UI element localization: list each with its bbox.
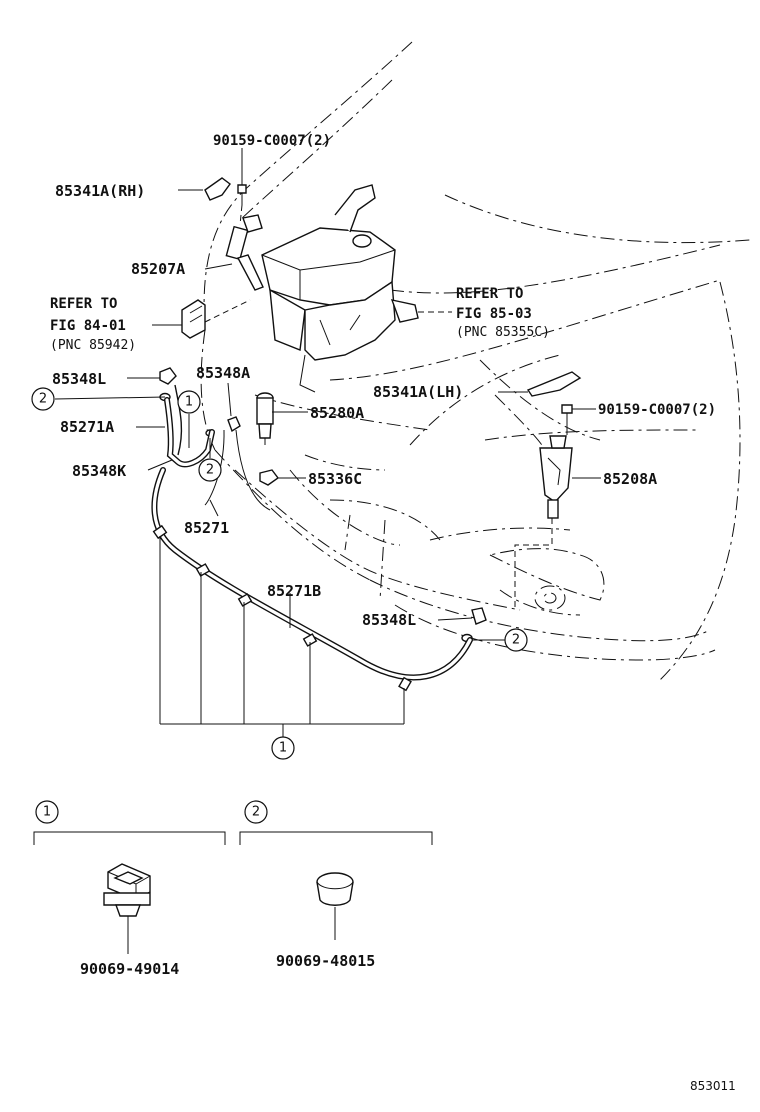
label-85271: 85271	[184, 519, 229, 537]
callout-2-mid: 2	[198, 458, 222, 482]
callout-2-left: 2	[31, 387, 55, 411]
cleaner-cap-lh	[526, 371, 582, 397]
joint-85348l-bottom	[471, 607, 487, 625]
car-body-outline	[200, 41, 751, 681]
grommet-85336c	[259, 469, 279, 486]
cleaner-cap-rh	[204, 177, 231, 201]
svg-text:1: 1	[43, 805, 51, 820]
clip-90069-49014	[103, 863, 151, 954]
label-90069-49014: 90069-49014	[80, 960, 179, 978]
label-90069-48015: 90069-48015	[276, 952, 375, 970]
detail-section-2: 2 90069-48015	[239, 800, 433, 970]
clamp-90069-48015	[316, 872, 354, 940]
label-85208a: 85208A	[603, 470, 657, 488]
cleaner-nozzle-85208a	[539, 435, 573, 519]
figure-code: 853011	[690, 1079, 736, 1093]
hose-clips	[152, 524, 412, 692]
svg-text:1: 1	[279, 741, 287, 756]
hose-85271a	[164, 384, 215, 468]
label-90159-top: 90159-C0007(2)	[213, 133, 331, 149]
bolt-top	[237, 184, 247, 205]
label-85348l-bottom: 85348L	[362, 611, 416, 629]
label-85348a: 85348A	[196, 364, 250, 382]
svg-text:2: 2	[206, 463, 214, 478]
washer-pump-85280a	[256, 392, 274, 445]
callout-1-bracket: 1	[271, 736, 295, 760]
svg-text:2: 2	[252, 805, 260, 820]
headlamp-outline	[488, 548, 605, 616]
label-85271b: 85271B	[267, 582, 321, 600]
label-85280a: 85280A	[310, 404, 364, 422]
label-85348k: 85348K	[72, 462, 126, 480]
label-85341a-lh: 85341A(LH)	[373, 383, 463, 401]
svg-text:1: 1	[185, 395, 193, 410]
label-85207a: 85207A	[131, 260, 185, 278]
label-refer-a-1: REFER TO	[50, 296, 117, 312]
label-refer-a-3: (PNC 85942)	[50, 338, 136, 353]
detail-section-1: 1 90069-49014	[33, 800, 226, 978]
callout-1-upper: 1	[177, 390, 201, 414]
svg-text:2: 2	[512, 633, 520, 648]
label-85336c: 85336C	[308, 470, 362, 488]
label-85271a: 85271A	[60, 418, 114, 436]
label-refer-b-1: REFER TO	[456, 286, 523, 302]
joint-85348l-top	[159, 367, 177, 385]
svg-text:2: 2	[39, 392, 47, 407]
hose-85271	[204, 429, 225, 506]
leader-lines	[54, 148, 601, 641]
joint-85348a	[227, 416, 241, 433]
clip-bracket	[159, 536, 405, 737]
washer-tank	[261, 184, 419, 393]
nozzle-lh-guide	[514, 518, 553, 610]
refer-a-guide	[204, 299, 251, 323]
label-refer-b-3: (PNC 85355C)	[456, 325, 550, 340]
refer-a-part	[181, 299, 206, 339]
hose-85271b	[151, 467, 473, 681]
label-85341a-rh: 85341A(RH)	[55, 182, 145, 200]
cleaner-nozzle-85207a	[225, 214, 264, 291]
bolt-top-guide	[239, 204, 243, 226]
label-85348l-top: 85348L	[52, 370, 106, 388]
label-refer-b-2: FIG 85-03	[456, 306, 532, 322]
label-90159-right: 90159-C0007(2)	[598, 402, 716, 418]
callout-2-right: 2	[504, 628, 528, 652]
label-refer-a-2: FIG 84-01	[50, 318, 126, 334]
bolt-right	[561, 404, 573, 435]
